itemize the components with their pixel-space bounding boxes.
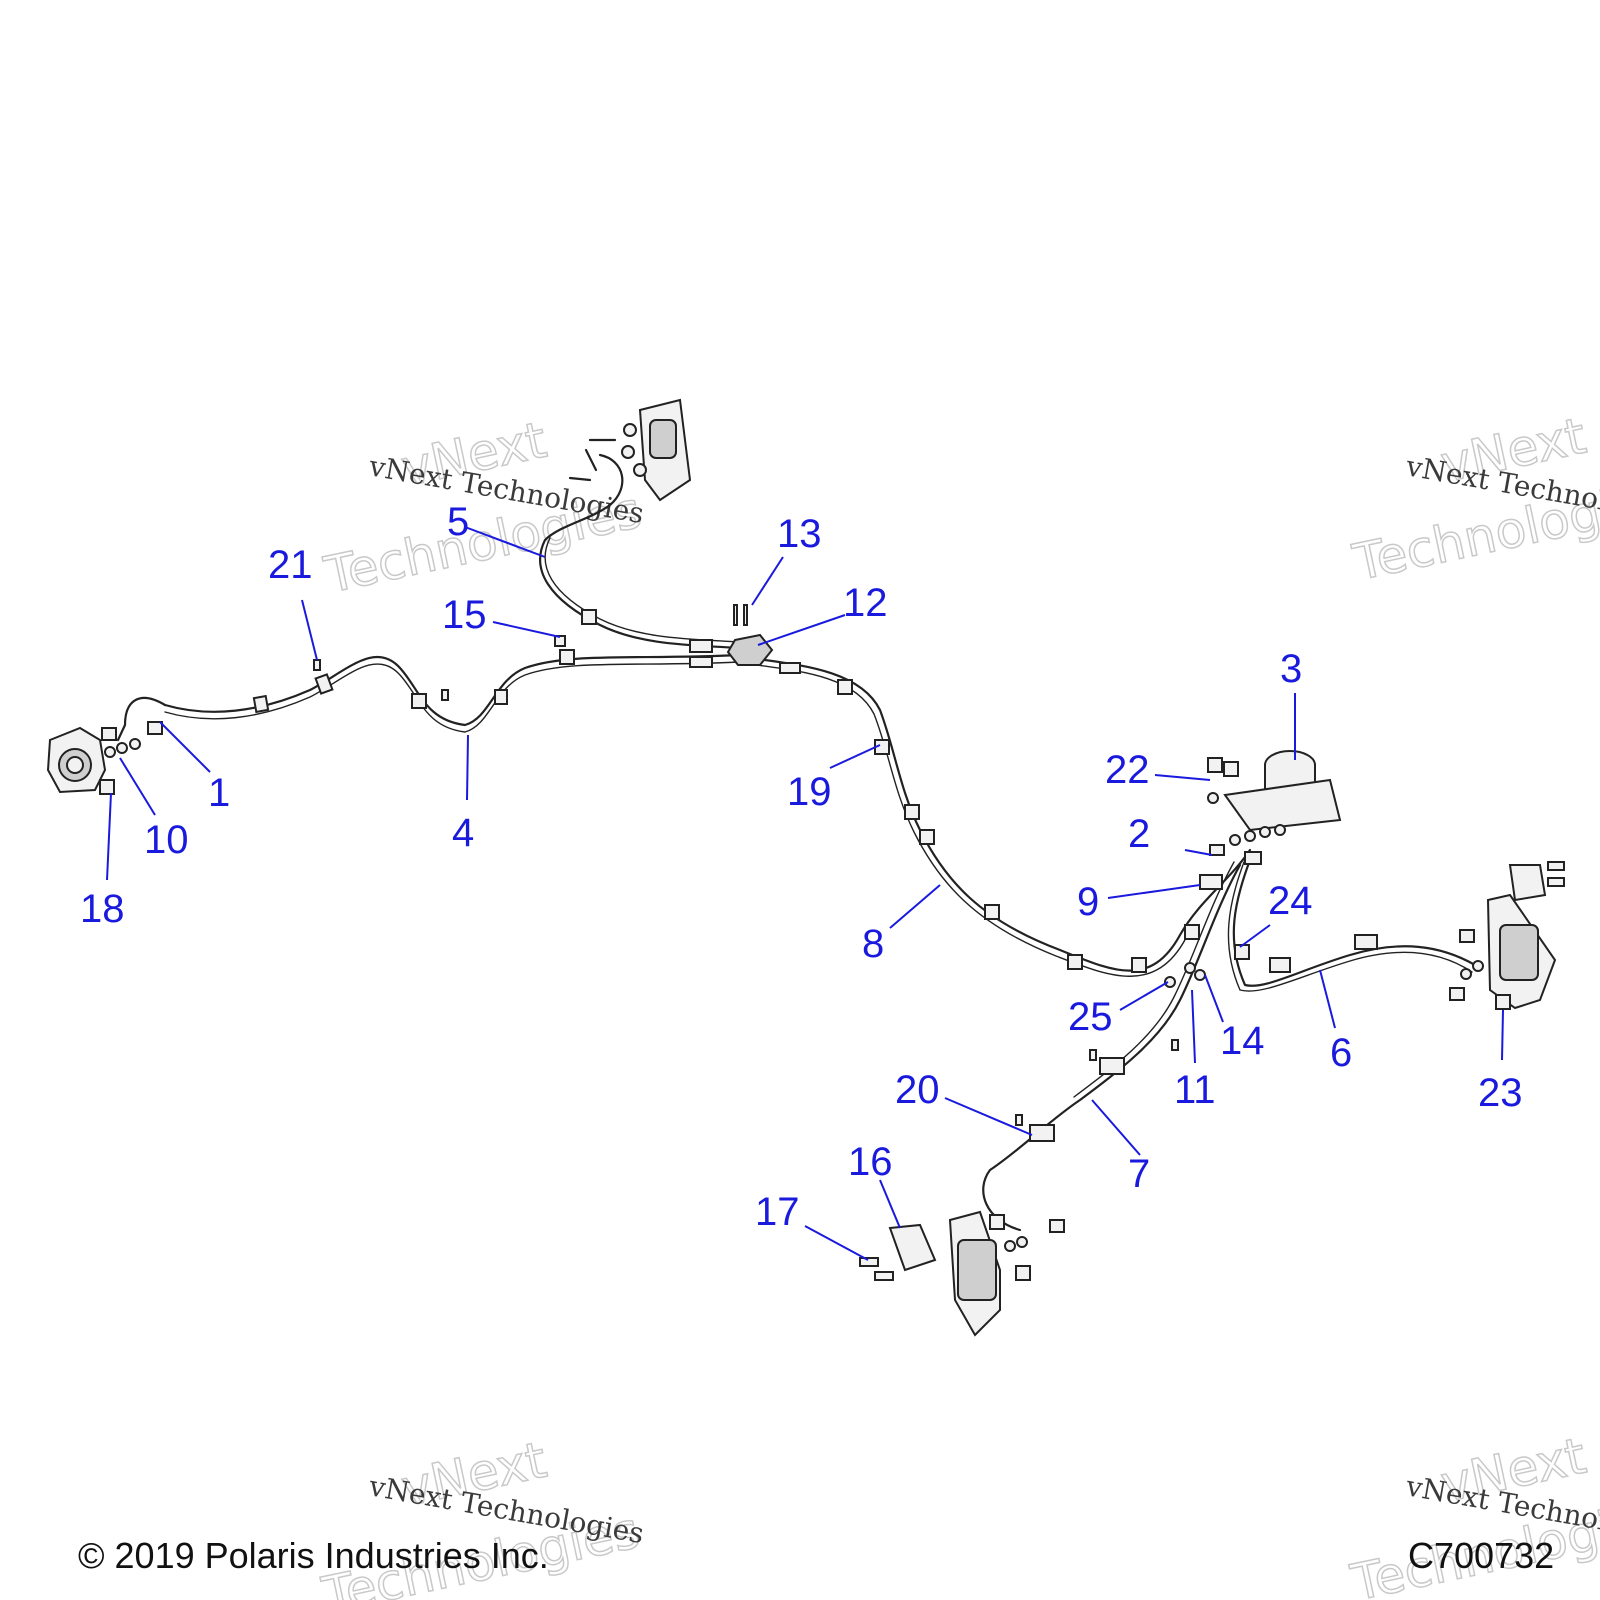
brake-tee <box>726 604 774 666</box>
callout-2: 2 <box>1128 812 1150 856</box>
upper-caliper <box>568 398 692 502</box>
master-cylinder <box>1199 750 1342 890</box>
callout-23: 23 <box>1478 1071 1523 1115</box>
callout-13: 13 <box>777 512 822 556</box>
brake-line-7 <box>982 863 1242 1232</box>
callout-17: 17 <box>755 1190 800 1234</box>
callout-9: 9 <box>1077 880 1099 924</box>
line-clips <box>252 609 1378 1142</box>
lower-caliper <box>859 1210 1065 1337</box>
callout-15: 15 <box>442 593 487 637</box>
watermark-group: vNext Technologies vNext Technologies vN… <box>316 406 1600 1600</box>
left-caliper <box>46 721 163 795</box>
callout-19: 19 <box>787 770 832 814</box>
brake-lines <box>116 453 1477 1232</box>
callout-11: 11 <box>1174 1068 1216 1112</box>
callout-6: 6 <box>1330 1031 1352 1075</box>
right-caliper <box>1449 861 1565 1010</box>
callout-12: 12 <box>843 581 888 625</box>
callout-8: 8 <box>862 922 884 966</box>
small-hardware <box>313 635 1206 1126</box>
callout-22: 22 <box>1105 748 1150 792</box>
leader-lines <box>106 526 1504 1261</box>
callout-25: 25 <box>1068 995 1113 1039</box>
callouts: 1 2 3 4 5 6 7 8 9 10 11 12 13 14 15 16 1… <box>80 500 1523 1234</box>
figure-code: C700732 <box>1408 1535 1554 1576</box>
brake-line-6 <box>1232 858 1477 987</box>
callout-1: 1 <box>208 771 230 815</box>
brake-line-4 <box>163 653 742 727</box>
callout-16: 16 <box>848 1140 893 1184</box>
callout-18: 18 <box>80 887 125 931</box>
copyright-text: © 2019 Polaris Industries Inc. <box>78 1535 549 1576</box>
callout-24: 24 <box>1268 879 1313 923</box>
callout-7: 7 <box>1128 1152 1150 1196</box>
brake-line-8 <box>748 656 1252 972</box>
callout-10: 10 <box>144 818 189 862</box>
callout-3: 3 <box>1280 647 1302 691</box>
brake-line-5 <box>539 453 742 650</box>
callout-21: 21 <box>268 543 313 587</box>
callout-4: 4 <box>452 811 474 855</box>
callout-5: 5 <box>447 500 469 544</box>
callout-14: 14 <box>1220 1019 1265 1063</box>
callout-20: 20 <box>895 1068 940 1112</box>
